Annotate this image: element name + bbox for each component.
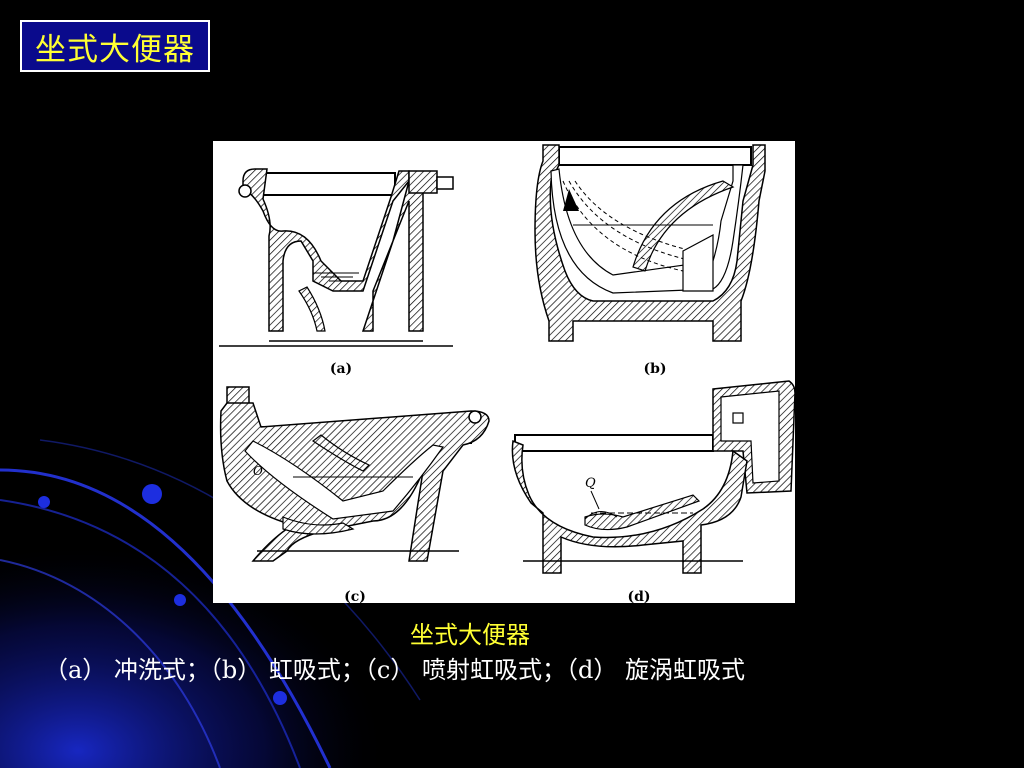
panel-a-label: (a) [330, 361, 352, 377]
panel-d-drawing: Q [511, 380, 795, 574]
annotation-q: Q [585, 476, 596, 491]
decor-dot [273, 691, 287, 705]
annotation-o: O [253, 464, 263, 478]
figure-caption-description: （a） 冲洗式；（b） 虹吸式；（c） 喷射虹吸式；（d） 旋涡虹吸式 [44, 656, 745, 684]
panel-d-label: (d) [627, 589, 650, 603]
panel-a-drawing [219, 168, 454, 347]
slide-title-box: 坐式大便器 [20, 20, 210, 72]
panel-c-label: (c) [344, 589, 366, 603]
panel-b-drawing [534, 144, 766, 342]
decor-dot [38, 496, 50, 508]
figure-caption-title: 坐式大便器 [410, 621, 530, 649]
panel-b-label: (b) [643, 361, 666, 377]
decor-dot [174, 594, 186, 606]
slide-title: 坐式大便器 [35, 31, 195, 68]
panel-c-drawing: O [219, 386, 490, 562]
decor-dot [142, 484, 162, 504]
toilet-cross-section-figure: (a) (b) O (c) [213, 141, 795, 603]
